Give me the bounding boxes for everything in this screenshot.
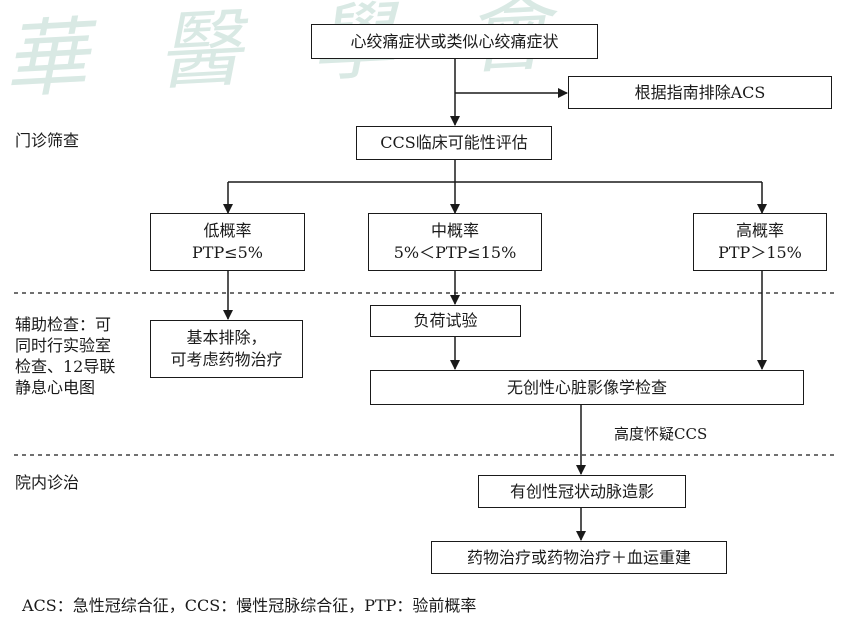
suspect-ccs-label: 高度怀疑CCS xyxy=(614,425,708,443)
footnote: ACS：急性冠综合征，CCS：慢性冠脉综合征，PTP：验前概率 xyxy=(22,596,477,615)
section-inpatient-label: 院内诊治 xyxy=(15,473,80,492)
aux-line-1: 辅助检查：可 xyxy=(15,315,112,334)
section-outpatient-label: 门诊筛查 xyxy=(15,131,80,150)
stress-test-box: 负荷试验 xyxy=(370,305,521,337)
low-probability-title: 低概率 xyxy=(203,221,252,240)
treatment-box: 药物治疗或药物治疗＋血运重建 xyxy=(431,541,727,574)
invasive-angiography-box: 有创性冠状动脉造影 xyxy=(478,475,686,508)
mid-probability-title: 中概率 xyxy=(430,221,479,240)
low-probability-box: 低概率 PTP≤5% xyxy=(150,213,305,271)
exclude-acs-box: 根据指南排除ACS xyxy=(568,76,832,109)
basic-exclude-line-2: 可考虑药物治疗 xyxy=(170,350,283,369)
ccs-assess-box: CCS临床可能性评估 xyxy=(356,126,552,160)
ccs-assess-text: CCS临床可能性评估 xyxy=(380,133,528,152)
noninvasive-imaging-box: 无创性心脏影像学检查 xyxy=(370,370,804,405)
basic-exclude-box: 基本排除， 可考虑药物治疗 xyxy=(150,320,303,378)
basic-exclude-line-1: 基本排除， xyxy=(186,328,267,347)
symptom-text: 心绞痛症状或类似心绞痛症状 xyxy=(350,31,559,51)
high-probability-box: 高概率 PTP＞15% xyxy=(693,213,827,271)
noninvasive-imaging-text: 无创性心脏影像学检查 xyxy=(506,377,667,397)
high-probability-ptp: PTP＞15% xyxy=(718,243,802,262)
section-auxiliary-label: 辅助检查：可 同时行实验室 检查、12导联 静息心电图 xyxy=(15,314,115,398)
mid-probability-box: 中概率 5%＜PTP≤15% xyxy=(368,213,542,271)
stress-test-text: 负荷试验 xyxy=(413,311,478,330)
mid-probability-ptp: 5%＜PTP≤15% xyxy=(393,243,517,262)
aux-line-2: 同时行实验室 xyxy=(15,336,112,355)
symptom-box: 心绞痛症状或类似心绞痛症状 xyxy=(311,24,598,59)
low-probability-ptp: PTP≤5% xyxy=(192,243,263,262)
invasive-angiography-text: 有创性冠状动脉造影 xyxy=(509,481,654,501)
treatment-text: 药物治疗或药物治疗＋血运重建 xyxy=(466,547,691,567)
aux-line-3: 检查、12导联 xyxy=(15,357,116,376)
aux-line-4: 静息心电图 xyxy=(15,378,96,397)
exclude-acs-text: 根据指南排除ACS xyxy=(634,82,766,102)
high-probability-title: 高概率 xyxy=(735,221,784,240)
